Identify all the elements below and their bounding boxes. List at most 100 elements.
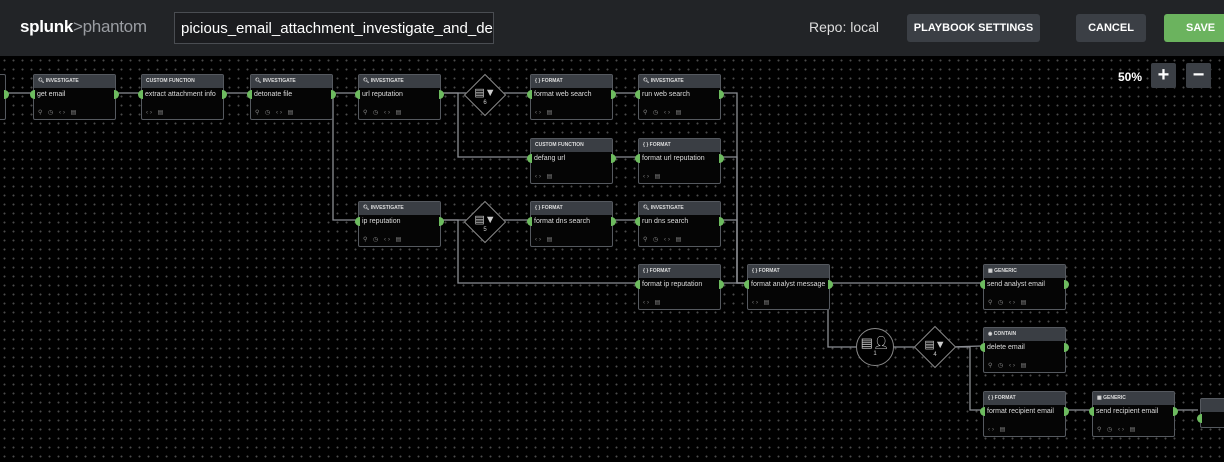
- output-port[interactable]: [439, 217, 444, 226]
- block-extract-attachment-info[interactable]: Custom Functionextract attachment info‹›…: [138, 74, 227, 120]
- output-port[interactable]: [331, 90, 336, 99]
- input-port[interactable]: [635, 90, 640, 99]
- input-port[interactable]: [355, 90, 360, 99]
- input-port[interactable]: [527, 217, 532, 226]
- block-icons: ⚲ ◷ ‹› ▤: [255, 110, 296, 116]
- zoom-level: 50%: [1118, 70, 1143, 84]
- output-port[interactable]: [611, 217, 616, 226]
- output-port[interactable]: [611, 154, 616, 163]
- block-run-dns-search[interactable]: 🔍︎ Investigaterun dns search⚲ ◷ ‹› ▤: [635, 201, 724, 247]
- top-bar: splunk>phantom picious_email_attachment_…: [0, 0, 1224, 56]
- block-get-email[interactable]: 🔍︎ Investigateget email⚲ ◷ ‹› ▤: [30, 74, 119, 120]
- output-port[interactable]: [439, 90, 444, 99]
- output-port[interactable]: [222, 90, 227, 99]
- block-format-ip-reputation[interactable]: { } Formatformat ip reputation‹› ▤: [635, 264, 724, 310]
- decision-count: 6: [483, 100, 487, 106]
- input-port[interactable]: [635, 154, 640, 163]
- block-icons: ‹› ▤: [535, 237, 555, 243]
- output-port[interactable]: [828, 280, 833, 289]
- block-icons: ⚲ ◷ ‹› ▤: [38, 110, 79, 116]
- block-title: detonate file: [254, 91, 293, 98]
- playbook-name-input[interactable]: picious_email_attachment_investigate_and…: [174, 12, 494, 44]
- playbook-settings-button[interactable]: PLAYBOOK SETTINGS: [907, 14, 1040, 42]
- block-icons: ‹› ▤: [535, 174, 555, 180]
- connection-line: [723, 92, 745, 284]
- block-type-icon: { }: [752, 268, 759, 274]
- output-port[interactable]: [611, 90, 616, 99]
- output-port[interactable]: [719, 217, 724, 226]
- connection-line: [723, 219, 745, 284]
- filter-icon: ▤▼: [474, 87, 496, 99]
- block-title: run web search: [642, 91, 690, 98]
- block-title: format web search: [534, 91, 592, 98]
- block-type-icon: { }: [643, 268, 650, 274]
- block-icons: ⚲ ◷ ‹› ▤: [988, 363, 1029, 369]
- output-port[interactable]: [1173, 407, 1178, 416]
- block-title: format dns search: [534, 218, 591, 225]
- input-port[interactable]: [30, 90, 35, 99]
- input-port[interactable]: [980, 407, 985, 416]
- block-format-recipient-email[interactable]: { } Format format recipient email ‹› ▤: [980, 391, 1069, 437]
- prompt-block[interactable]: ▤👤︎1: [856, 328, 894, 366]
- block-title: ip reputation: [362, 218, 401, 225]
- input-port[interactable]: [355, 217, 360, 226]
- block-format-url-reputation[interactable]: { } Formatformat url reputation‹› ▤: [635, 138, 724, 184]
- block-format-analyst-message[interactable]: { } Formatformat analyst message‹› ▤: [744, 264, 833, 310]
- output-port[interactable]: [719, 90, 724, 99]
- block-detonate-file[interactable]: 🔍︎ Investigatedetonate file⚲ ◷ ‹› ▤: [247, 74, 336, 120]
- output-port[interactable]: [1064, 343, 1069, 352]
- block-run-web-search[interactable]: 🔍︎ Investigaterun web search⚲ ◷ ‹› ▤: [635, 74, 724, 120]
- block-type: { } Format: [748, 265, 829, 278]
- input-port[interactable]: [527, 154, 532, 163]
- input-port[interactable]: [138, 90, 143, 99]
- output-port[interactable]: [719, 154, 724, 163]
- block-type: { } Format: [639, 265, 720, 278]
- block-type-icon: 🔍︎: [643, 205, 651, 211]
- end-block[interactable]: [1197, 398, 1224, 428]
- decision-count: 4: [933, 352, 937, 358]
- block-delete-email[interactable]: ◉ Containdelete email⚲ ◷ ‹› ▤: [980, 327, 1069, 373]
- block-title: send analyst email: [987, 281, 1045, 288]
- block-defang-url[interactable]: Custom Functiondefang url‹› ▤: [527, 138, 616, 184]
- input-port[interactable]: [635, 217, 640, 226]
- filter-icon: ▤▼: [474, 214, 496, 226]
- cancel-button[interactable]: CANCEL: [1076, 14, 1146, 42]
- block-type: Custom Function: [531, 139, 612, 152]
- input-port[interactable]: [635, 280, 640, 289]
- block-type: 🔍︎ Investigate: [359, 75, 440, 88]
- block-title: format recipient email: [987, 408, 1054, 415]
- block-type-icon: ▦: [1097, 395, 1104, 401]
- block-type-icon: ▦: [988, 268, 995, 274]
- output-port[interactable]: [719, 280, 724, 289]
- start-block[interactable]: [0, 74, 9, 120]
- block-ip-reputation[interactable]: 🔍︎ Investigateip reputation⚲ ◷ ‹› ▤: [355, 201, 444, 247]
- block-type-icon: { }: [988, 395, 995, 401]
- input-port[interactable]: [980, 343, 985, 352]
- block-send-analyst-email[interactable]: ▦ Genericsend analyst email⚲ ◷ ‹› ▤: [980, 264, 1069, 310]
- save-button[interactable]: SAVE: [1164, 14, 1224, 42]
- repo-label: Repo: local: [809, 19, 880, 35]
- input-port[interactable]: [1089, 407, 1094, 416]
- prompt-count: 1: [873, 351, 877, 357]
- output-port[interactable]: [114, 90, 119, 99]
- input-port[interactable]: [980, 280, 985, 289]
- output-port[interactable]: [1064, 407, 1069, 416]
- block-type: { } Format: [531, 202, 612, 215]
- playbook-canvas[interactable]: [0, 56, 1224, 462]
- block-url-reputation[interactable]: 🔍︎ Investigateurl reputation⚲ ◷ ‹› ▤: [355, 74, 444, 120]
- input-port[interactable]: [527, 90, 532, 99]
- connection-line: [827, 282, 856, 348]
- input-port[interactable]: [247, 90, 252, 99]
- block-format-dns-search[interactable]: { } Format format dns search ‹› ▤: [527, 201, 616, 247]
- block-icons: ‹› ▤: [988, 427, 1008, 433]
- input-port[interactable]: [744, 280, 749, 289]
- block-send-recipient-email[interactable]: ▦ Genericsend recipient email⚲ ◷ ‹› ▤: [1089, 391, 1178, 437]
- block-icons: ‹› ▤: [752, 300, 772, 306]
- block-type: { } Format: [984, 392, 1065, 405]
- output-port[interactable]: [1064, 280, 1069, 289]
- zoom-out-button[interactable]: −: [1186, 63, 1211, 88]
- zoom-in-button[interactable]: +: [1151, 63, 1176, 88]
- connection-line: [443, 219, 636, 284]
- block-format-web-search[interactable]: { } Formatformat web search‹› ▤: [527, 74, 616, 120]
